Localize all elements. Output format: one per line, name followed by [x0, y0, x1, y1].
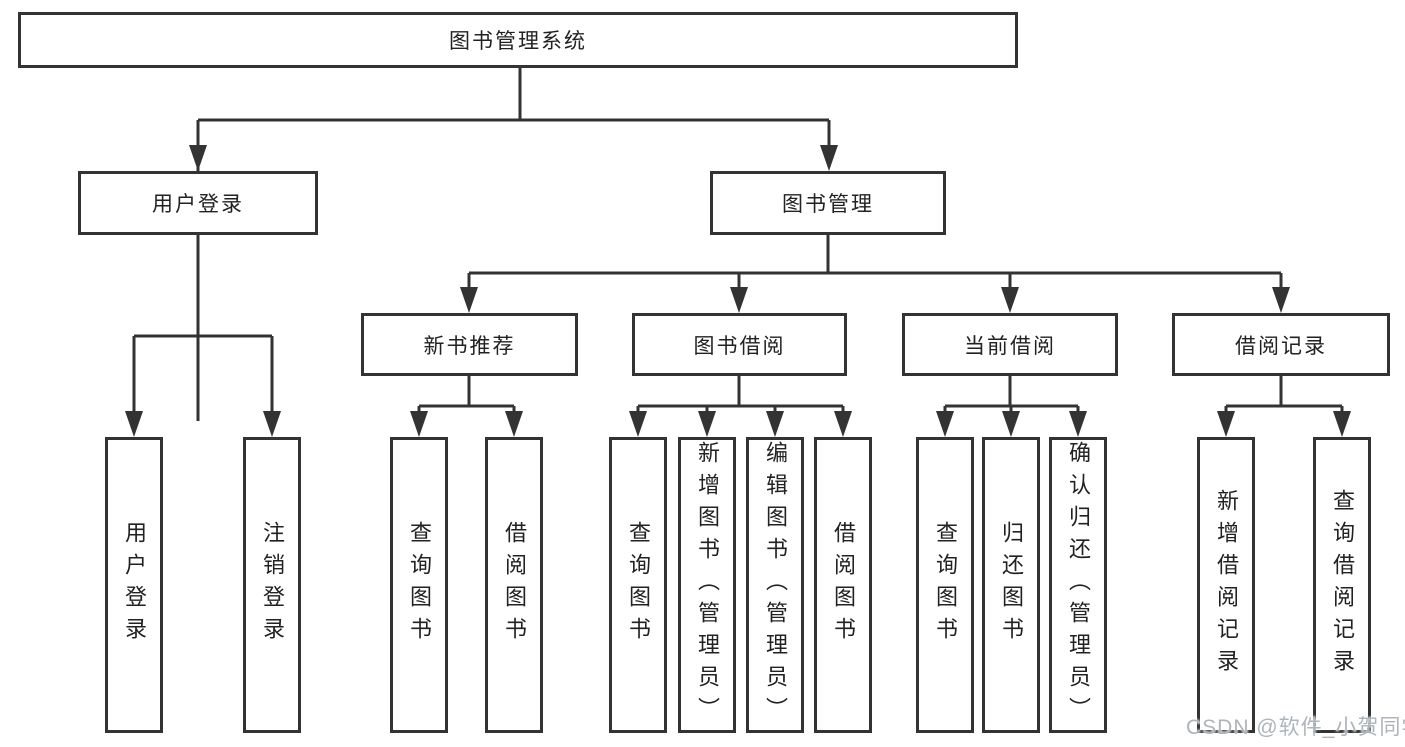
node-label: 图书管理系统 — [449, 30, 587, 53]
arrowhead — [263, 411, 281, 437]
leaf-label: 归还图书 — [999, 521, 1024, 649]
node-new-book-recommend: 新书推荐 — [361, 313, 578, 376]
arrowhead — [1069, 411, 1087, 437]
leaf-label: 注销登录 — [260, 521, 285, 649]
arrowhead — [698, 411, 716, 437]
arrowhead — [505, 411, 523, 437]
connector-book-management — [467, 235, 1283, 297]
arrowhead — [125, 411, 143, 437]
connector-borrowing — [636, 376, 845, 421]
leaf-confirm-return-admin: 确认归还（管理员） — [1049, 437, 1107, 733]
arrowhead — [820, 145, 838, 171]
node-label: 图书借阅 — [693, 334, 786, 358]
arrowhead — [460, 287, 478, 313]
leaf-query-books-current: 查询图书 — [916, 437, 974, 733]
node-user-login: 用户登录 — [78, 171, 318, 235]
leaf-label: 借阅图书 — [502, 521, 527, 649]
leaf-borrow-books: 借阅图书 — [814, 437, 872, 733]
connector-records — [1224, 376, 1344, 421]
leaf-add-borrow-record: 新增借阅记录 — [1197, 437, 1255, 733]
node-label: 借阅记录 — [1235, 334, 1327, 358]
node-label: 用户登录 — [152, 193, 244, 216]
leaf-user-login: 用户登录 — [105, 437, 163, 733]
leaf-query-books-borrowing: 查询图书 — [609, 437, 667, 733]
arrowhead — [189, 145, 207, 171]
node-book-management: 图书管理 — [710, 171, 946, 235]
arrowhead — [1002, 411, 1020, 437]
leaf-label: 借阅图书 — [831, 521, 856, 649]
arrowhead — [834, 411, 852, 437]
node-label: 图书管理 — [782, 193, 874, 216]
arrowhead — [936, 411, 954, 437]
leaf-label: 查询图书 — [933, 521, 958, 649]
arrowhead — [1001, 287, 1019, 313]
leaf-edit-book-admin: 编辑图书（管理员） — [746, 437, 804, 733]
arrowhead — [1272, 287, 1290, 313]
node-current-borrowing: 当前借阅 — [902, 313, 1118, 376]
leaf-label: 确认归还（管理员） — [1066, 441, 1091, 729]
connector-user-login — [132, 235, 274, 421]
arrowhead — [1217, 411, 1235, 437]
node-borrowing-records: 借阅记录 — [1172, 313, 1390, 376]
leaf-logout: 注销登录 — [243, 437, 301, 733]
node-label: 当前借阅 — [964, 334, 1056, 358]
connector-new-book — [417, 376, 516, 421]
leaf-return-books: 归还图书 — [982, 437, 1040, 733]
arrowhead — [730, 287, 748, 313]
leaf-label: 查询借阅记录 — [1330, 489, 1355, 681]
leaf-add-book-admin: 新增图书（管理员） — [678, 437, 736, 733]
leaf-label: 新增图书（管理员） — [695, 441, 720, 729]
leaf-label: 查询图书 — [407, 521, 432, 649]
connector-root — [196, 68, 831, 421]
connector-lines — [132, 68, 1344, 421]
arrowhead — [766, 411, 784, 437]
leaf-label: 编辑图书（管理员） — [763, 441, 788, 729]
leaf-borrow-books-recommend: 借阅图书 — [485, 437, 543, 733]
arrowhead — [410, 411, 428, 437]
leaf-label: 用户登录 — [122, 521, 147, 649]
leaf-label: 新增借阅记录 — [1214, 489, 1239, 681]
leaf-query-books-recommend: 查询图书 — [390, 437, 448, 733]
leaf-query-borrow-record: 查询借阅记录 — [1313, 437, 1371, 733]
arrowhead — [1333, 411, 1351, 437]
node-book-borrowing: 图书借阅 — [632, 313, 847, 376]
leaf-label: 查询图书 — [626, 521, 651, 649]
arrowhead — [629, 411, 647, 437]
csdn-watermark: CSDN @软件_小贺同学 — [1186, 716, 1405, 739]
arrowheads — [125, 145, 1351, 437]
node-label: 新书推荐 — [423, 334, 516, 358]
node-book-management-system: 图书管理系统 — [18, 12, 1018, 68]
